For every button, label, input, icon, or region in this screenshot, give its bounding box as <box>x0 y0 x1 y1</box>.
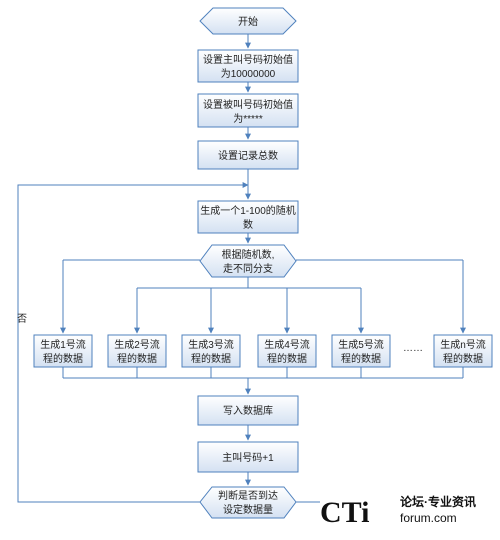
branch-3-line2: 程的数据 <box>191 352 231 365</box>
branch-1-line1: 生成1号流 <box>40 338 86 351</box>
branch-1-line2: 程的数据 <box>43 352 83 365</box>
branch-decision: 根据随机数, 走不同分支 <box>199 244 297 278</box>
end-decision-line1: 判断是否到达 <box>218 489 278 502</box>
branch-5-line2: 程的数据 <box>341 352 381 365</box>
branch-2: 生成2号流 程的数据 <box>107 334 167 368</box>
branch-4: 生成4号流 程的数据 <box>257 334 317 368</box>
step-init-caller: 设置主叫号码初始值 为10000000 <box>197 49 299 83</box>
step-gen-random: 生成一个1-100的随机 数 <box>197 200 299 234</box>
branch-2-line1: 生成2号流 <box>114 338 160 351</box>
step-caller-inc: 主叫号码+1 <box>197 441 299 473</box>
loop-label: 否 <box>17 313 27 325</box>
branch-2-line2: 程的数据 <box>117 352 157 365</box>
branch-decision-line2: 走不同分支 <box>223 263 273 275</box>
step-init-callee: 设置被叫号码初始值 为***** <box>197 93 299 128</box>
start-node: 开始 <box>199 7 297 35</box>
start-label: 开始 <box>238 15 258 28</box>
end-decision-line2: 设定数据量 <box>223 503 273 516</box>
end-decision: 判断是否到达 设定数据量 <box>199 486 297 519</box>
connectors <box>17 34 466 503</box>
branch-n-line1: 生成n号流 <box>440 338 486 351</box>
branch-5-line1: 生成5号流 <box>338 338 384 351</box>
watermark-domain: forum.com <box>400 511 457 525</box>
step-write-db-label: 写入数据库 <box>223 404 273 417</box>
branch-1: 生成1号流 程的数据 <box>33 334 93 368</box>
step-write-db: 写入数据库 <box>197 395 299 426</box>
step-set-total-label: 设置记录总数 <box>218 149 278 162</box>
branch-4-line1: 生成4号流 <box>264 338 310 351</box>
branch-3-line1: 生成3号流 <box>188 338 234 351</box>
step-caller-inc-label: 主叫号码+1 <box>222 452 274 464</box>
step-init-callee-line2: 为***** <box>233 113 263 125</box>
step-gen-random-line1: 生成一个1-100的随机 <box>200 204 296 217</box>
branch-4-line2: 程的数据 <box>267 352 307 365</box>
branch-decision-line1: 根据随机数, <box>222 248 275 261</box>
step-gen-random-line2: 数 <box>243 218 253 231</box>
watermark-tagline: 论坛·专业资讯 <box>400 494 476 509</box>
watermark-brand: CTi <box>320 496 369 529</box>
loop-back-arrow <box>17 182 249 503</box>
branch-n-line2: 程的数据 <box>443 352 483 365</box>
branch-n: 生成n号流 程的数据 <box>433 334 493 368</box>
branch-3: 生成3号流 程的数据 <box>181 334 241 368</box>
step-set-total: 设置记录总数 <box>197 140 299 170</box>
step-init-callee-line1: 设置被叫号码初始值 <box>203 98 293 111</box>
step-init-caller-line1: 设置主叫号码初始值 <box>203 53 293 66</box>
branch-ellipsis: …… <box>403 343 423 354</box>
branch-5: 生成5号流 程的数据 <box>331 334 391 368</box>
step-init-caller-line2: 为10000000 <box>221 68 276 80</box>
watermark: CTi 论坛·专业资讯 forum.com <box>320 494 476 529</box>
